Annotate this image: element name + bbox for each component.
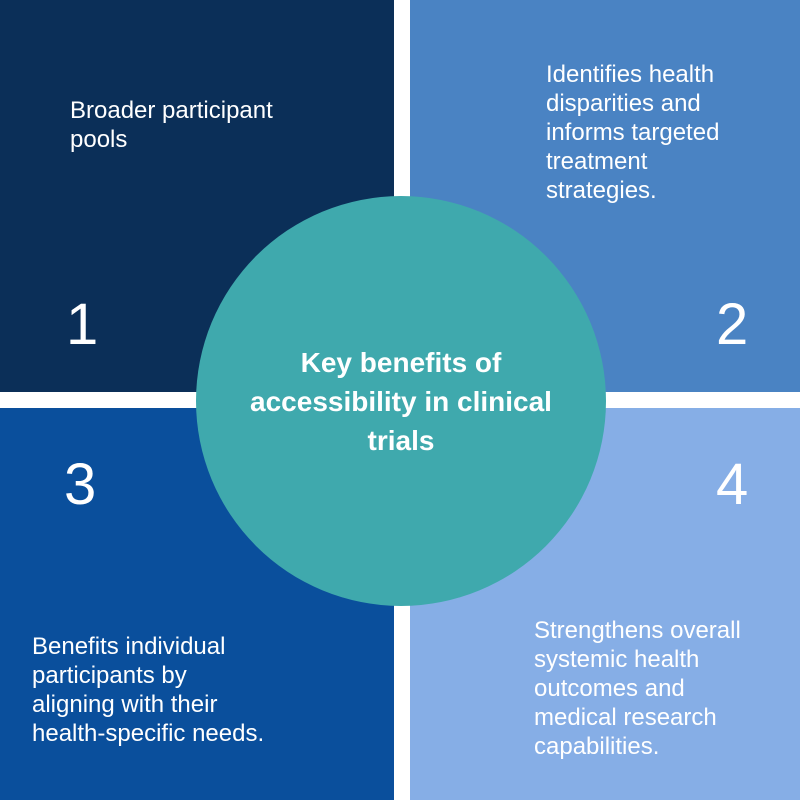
- quadrant-1: Broader participant pools 1: [0, 0, 394, 392]
- center-title: Key benefits of accessibility in clinica…: [250, 346, 552, 456]
- quadrant-1-number: 1: [66, 292, 99, 357]
- quadrant-4-number: 4: [716, 452, 749, 517]
- quadrant-4-text: Strengthens overall systemic health outc…: [534, 617, 741, 760]
- center-circle: Key benefits of accessibility in clinica…: [196, 196, 606, 606]
- quadrant-2: Identifies health disparities and inform…: [410, 0, 800, 392]
- quadrant-3-text: Benefits individual participants by alig…: [32, 633, 265, 747]
- quadrant-2-number: 2: [716, 292, 749, 357]
- quadrant-3: 3 Benefits individual participants by al…: [0, 408, 394, 800]
- quadrant-1-text: Broader participant pools: [70, 97, 273, 153]
- quadrant-3-number: 3: [64, 452, 97, 517]
- quadrant-2-text: Identifies health disparities and inform…: [546, 61, 720, 204]
